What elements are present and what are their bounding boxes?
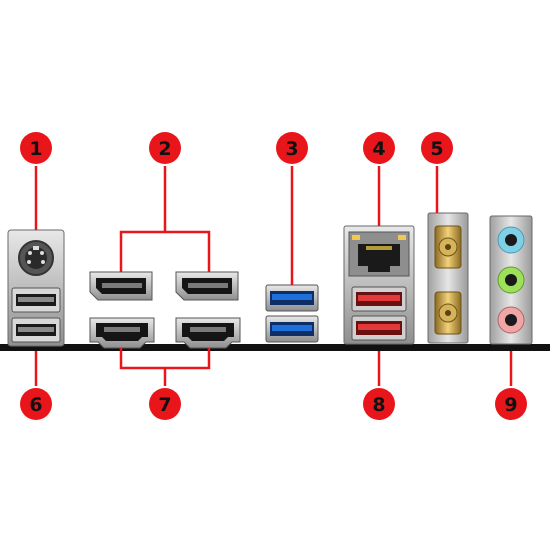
hdmi-port-icon [89,317,155,349]
callout-4: 4 [363,132,395,164]
usb3-blue-stack [265,284,319,343]
callout-number: 6 [29,394,42,416]
callout-number: 7 [158,394,171,416]
callout-3: 3 [276,132,308,164]
rj45-lan-port-icon [348,231,410,277]
usb-port-icon [351,286,407,312]
usb-port-icon [11,317,61,343]
leader-lines [34,166,513,386]
callout-number: 9 [504,394,517,416]
callout-number: 1 [29,138,42,160]
leader-bracket-2 [119,230,211,272]
wifi-antenna-connector-icon [434,291,462,335]
callout-number: 3 [285,138,298,160]
dp-hdmi-stack-right [175,271,241,349]
callout-number: 8 [372,394,385,416]
usb-port-icon [11,287,61,313]
hdmi-port-icon [175,317,241,349]
audio-jack-stack [489,215,533,345]
antenna-bracket [427,212,469,344]
callout-6: 6 [20,388,52,420]
callout-2: 2 [149,132,181,164]
callout-8: 8 [363,388,395,420]
displayport-icon [89,271,153,301]
dp-hdmi-stack-left [89,271,155,349]
ps2-usb-stack [7,229,65,347]
callout-9: 9 [495,388,527,420]
callout-number: 4 [372,138,385,160]
callout-7: 7 [149,388,181,420]
callout-number: 5 [430,138,443,160]
usb-port-icon [265,284,319,312]
io-shield-edge [0,344,550,351]
ps2-port-icon [18,240,54,276]
lan-usb-stack [343,225,415,345]
callout-1: 1 [20,132,52,164]
audio-jack-icon [497,226,525,254]
wifi-antenna-connector-icon [434,225,462,269]
audio-jack-icon [497,306,525,334]
usb-port-icon [351,315,407,341]
callout-number: 2 [158,138,171,160]
callout-5: 5 [421,132,453,164]
audio-jack-icon [497,266,525,294]
usb-port-icon [265,315,319,343]
displayport-icon [175,271,239,301]
